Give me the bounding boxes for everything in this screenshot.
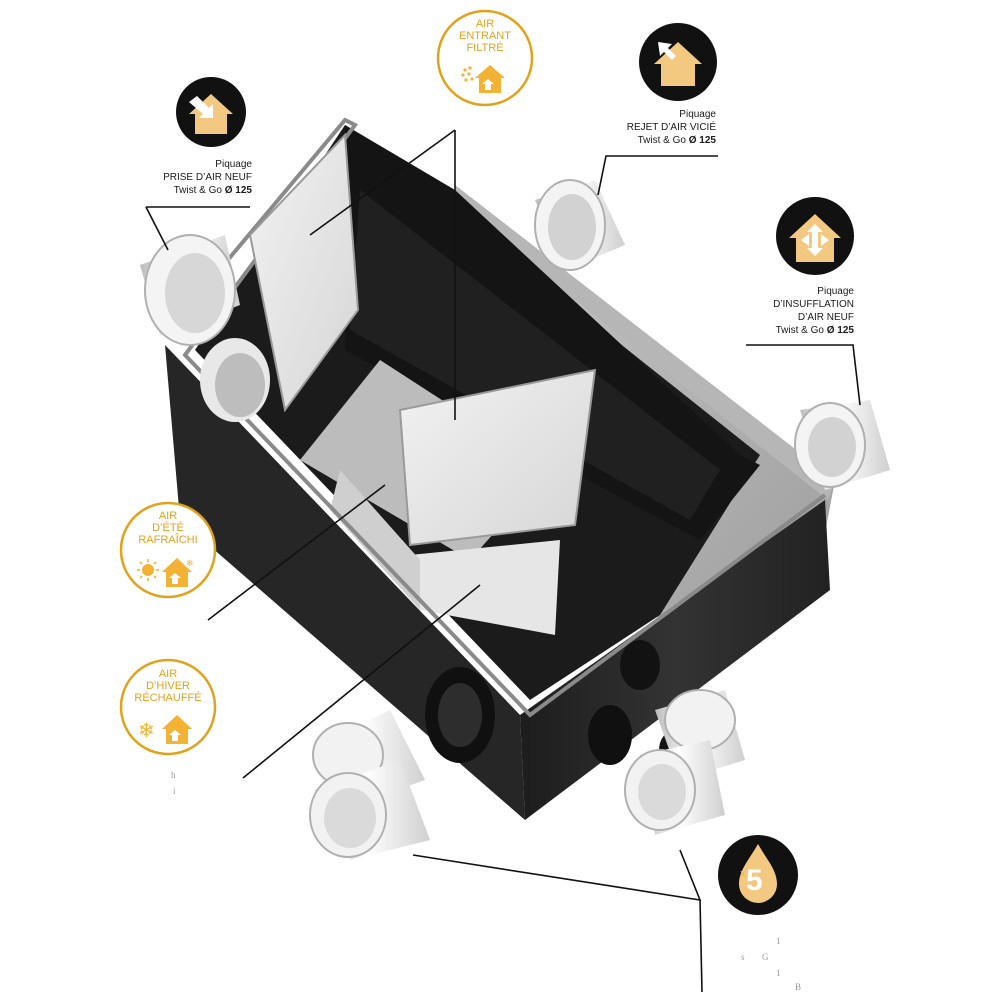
faint-mark: i xyxy=(173,786,176,796)
svg-text:❄: ❄ xyxy=(186,559,194,569)
house-warm-icon xyxy=(162,715,192,744)
air-entrant-text: AIR ENTRANT FILTRÉ xyxy=(459,18,511,54)
rejet-air-vicie-label: Piquage REJET D’AIR VICIÉ Twist & Go Ø 1… xyxy=(626,109,716,146)
water-drop-icon xyxy=(739,844,777,903)
drop-multiplier: x xyxy=(740,868,746,880)
loose-pipes-right xyxy=(624,689,745,835)
house-filter-icon xyxy=(461,65,505,93)
drop-count: 5 xyxy=(746,864,763,897)
drop-badge xyxy=(718,835,798,915)
faint-mark: s xyxy=(741,952,745,962)
faint-mark: h xyxy=(171,770,176,780)
prise-air-neuf-badge xyxy=(176,77,246,147)
faint-mark: B xyxy=(795,982,802,992)
faint-mark: 1 xyxy=(776,936,781,946)
insufflation-label: Piquage D’INSUFFLATION D’AIR NEUF Twist … xyxy=(773,286,854,336)
air-hiver-text: AIR D’HIVER RÉCHAUFFÉ xyxy=(134,668,202,704)
house-arrow-out-icon xyxy=(654,42,702,86)
filter-front xyxy=(398,368,597,547)
pipe-rejet-air-vicie xyxy=(534,179,625,271)
snowflake-icon: ❄ xyxy=(138,718,155,742)
house-arrows-split-icon xyxy=(789,214,841,262)
air-ete-text: AIR D’ÉTÉ RAFRAÎCHI xyxy=(138,510,198,546)
sun-icon xyxy=(137,559,159,581)
house-cool-icon: ❄ xyxy=(162,558,194,587)
faint-mark: 1 xyxy=(776,968,781,978)
filter-top xyxy=(248,132,360,413)
rejet-air-vicie-badge xyxy=(639,23,717,101)
air-ete-badge-ring: ❄ xyxy=(119,501,217,599)
leader-lines xyxy=(145,129,861,993)
air-hiver-badge-ring: ❄ xyxy=(119,658,217,756)
insufflation-badge xyxy=(776,197,854,275)
house-arrow-in-icon xyxy=(189,94,233,134)
prise-air-neuf-label: Piquage PRISE D’AIR NEUF Twist & Go Ø 12… xyxy=(163,159,252,196)
pipe-prise-air-neuf xyxy=(140,234,240,346)
pipe-insufflation xyxy=(794,400,890,490)
faint-mark: G xyxy=(762,952,769,962)
loose-pipes-left xyxy=(309,710,430,860)
air-entrant-badge-ring xyxy=(436,9,534,107)
